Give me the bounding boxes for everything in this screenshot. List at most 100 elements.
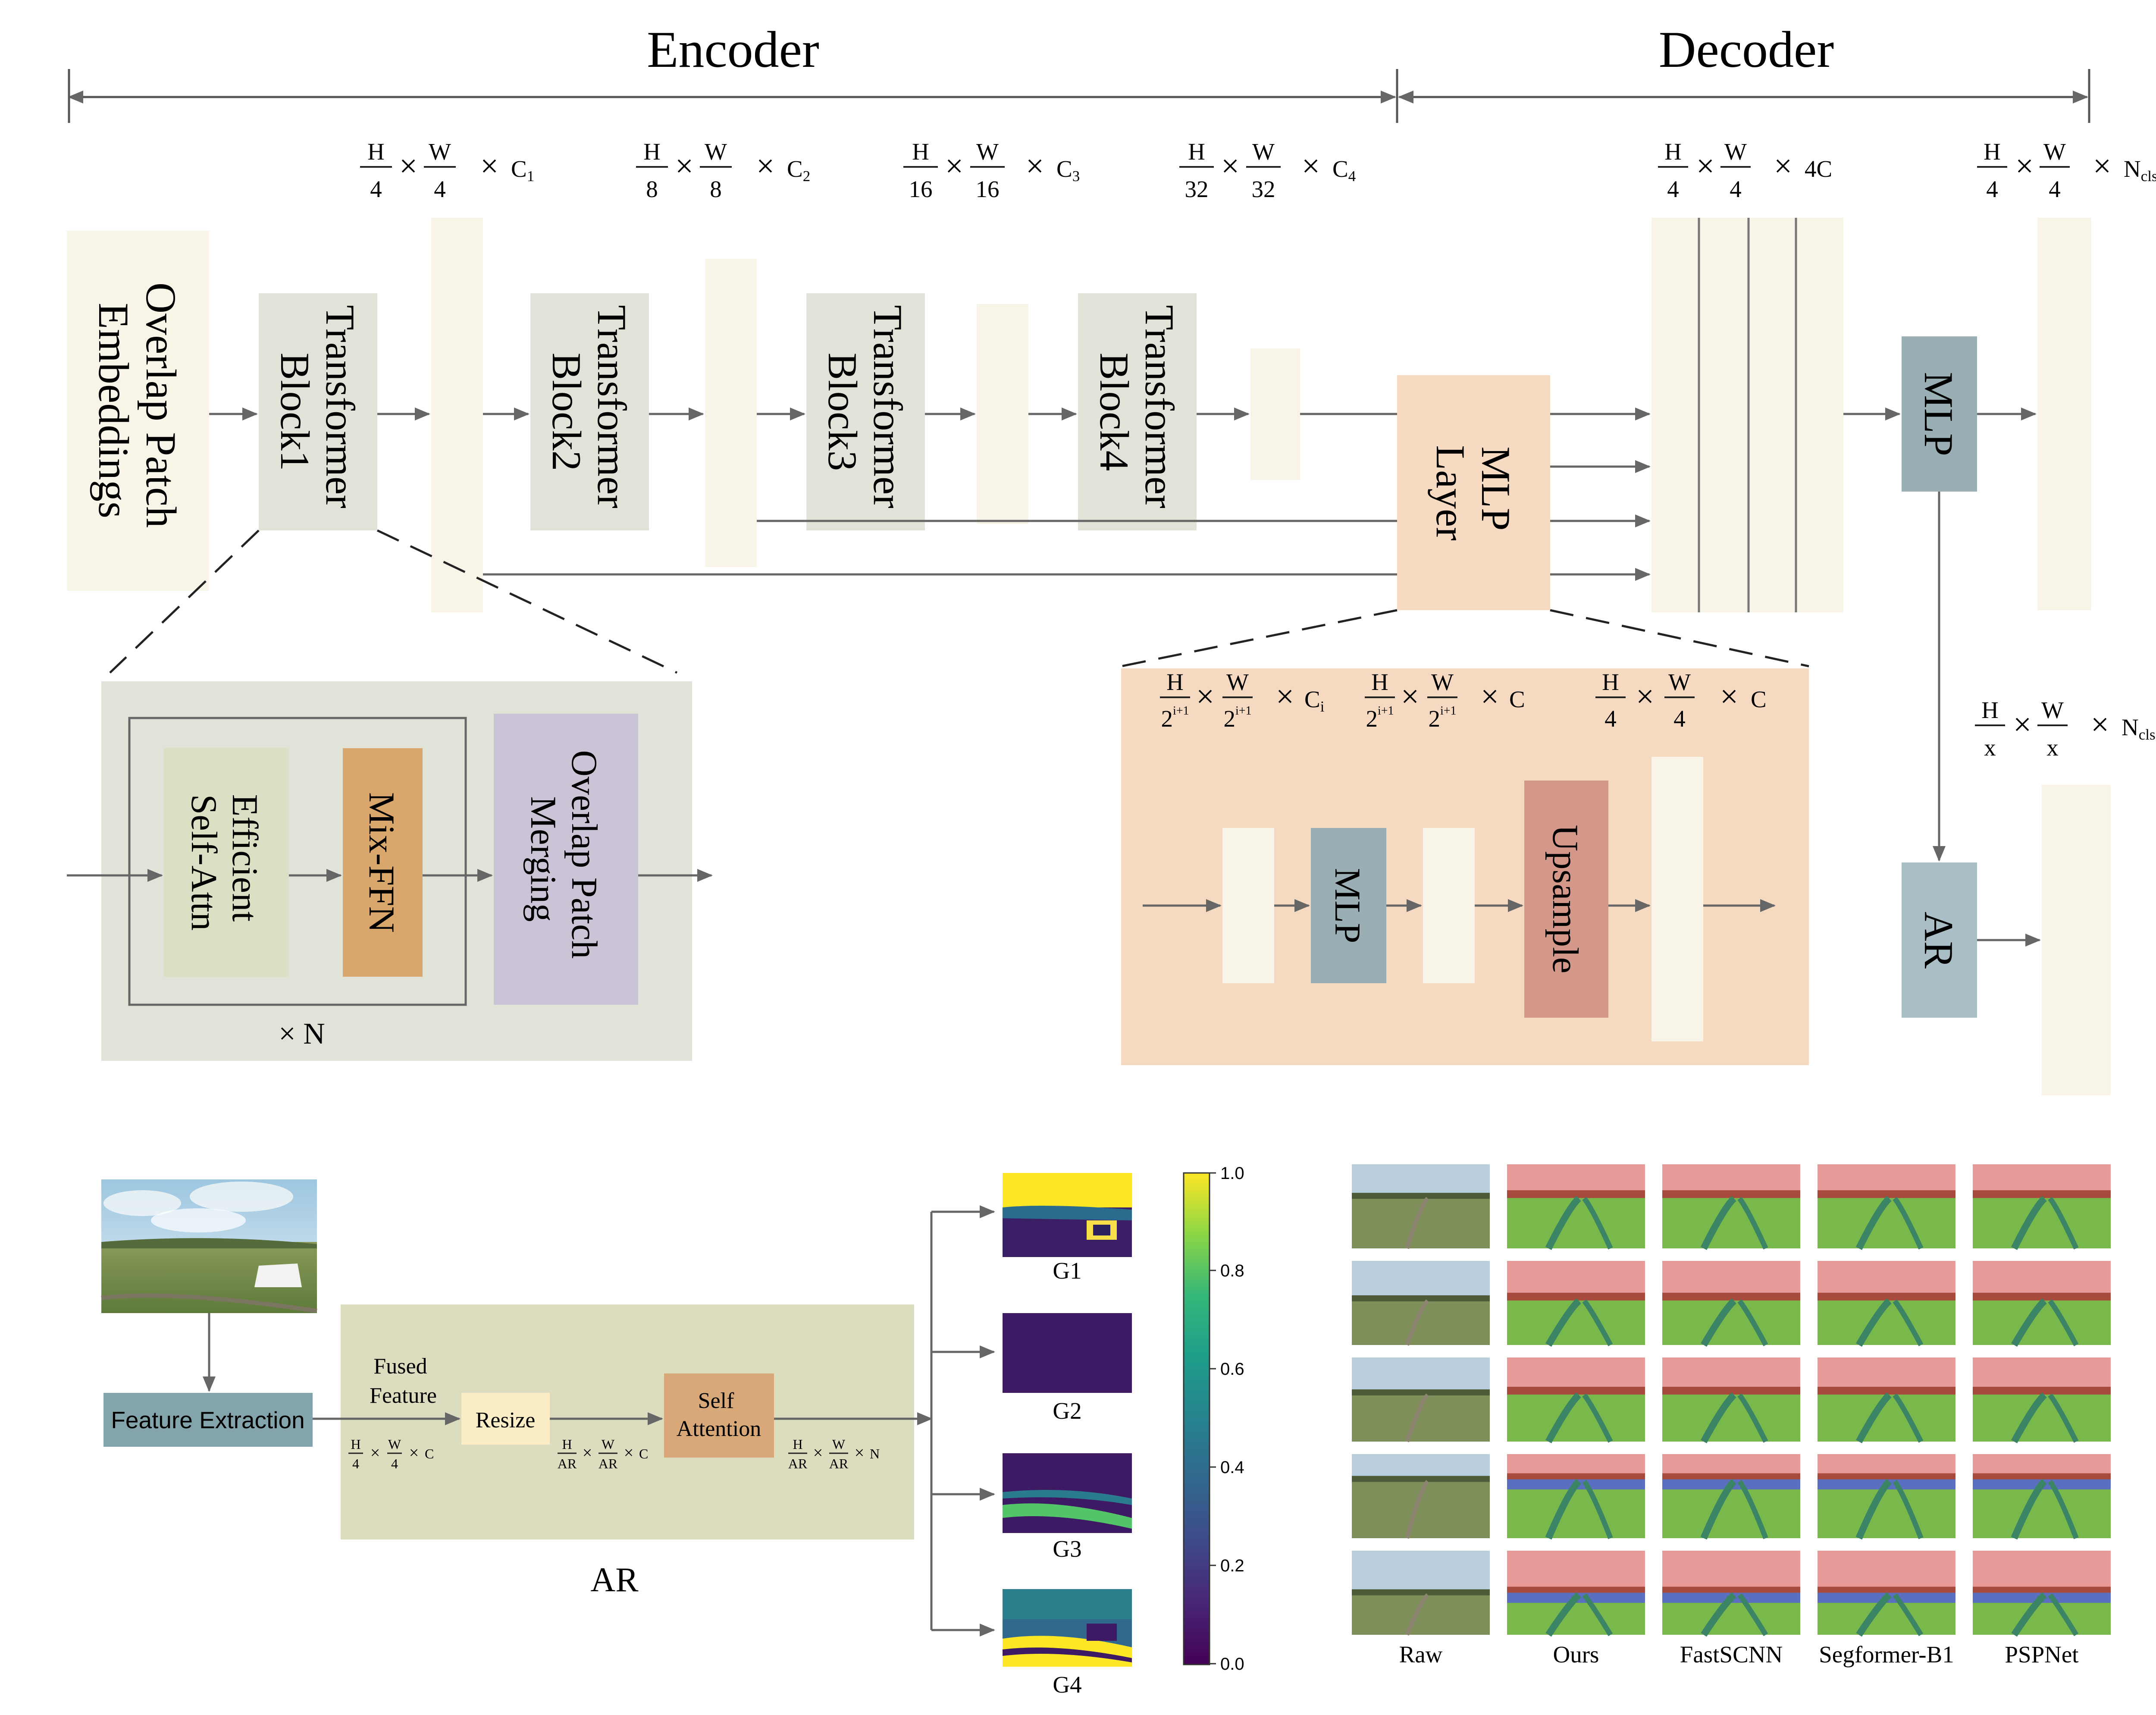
overlap-patch-merging-label: Overlap Patch Merging xyxy=(523,750,605,968)
mlp-layer-label: MLP Layer xyxy=(1428,445,1519,541)
concat-dims: H 4 × W 4 × 4C xyxy=(1658,138,1832,202)
attention-map-g1 xyxy=(1003,1173,1132,1257)
md1-hsup: i+1 xyxy=(1173,704,1189,718)
opm-line2: Merging xyxy=(523,796,564,922)
comparison-tile xyxy=(1662,1358,1800,1443)
ard1-w: W xyxy=(388,1436,401,1452)
svg-text:Transformer Block1: Transformer Block1 xyxy=(272,305,363,518)
ard2-h: H xyxy=(562,1436,572,1452)
dim2-hden: 8 xyxy=(646,176,658,202)
svg-text:2i+1: 2i+1 xyxy=(1428,704,1456,732)
ar-dims-2: H AR × W AR × C xyxy=(558,1436,649,1471)
encoder-flow xyxy=(209,408,1397,576)
mlp-layer-line1: MLP xyxy=(1473,446,1519,530)
ao-c: N xyxy=(2122,714,2139,740)
md2-hden: 2 xyxy=(1366,705,1378,732)
feature-map-3 xyxy=(977,304,1028,524)
ar-dims-1: H 4 × W 4 × C xyxy=(348,1436,434,1471)
g2-label: G2 xyxy=(1053,1398,1081,1424)
mlp-head-label: MLP xyxy=(1916,372,1962,456)
segmentation-output-map xyxy=(2037,218,2091,610)
feature-map-4 xyxy=(1250,348,1300,480)
svg-text:C2: C2 xyxy=(787,156,810,185)
svg-text:×: × xyxy=(1774,148,1792,184)
svg-text:×: × xyxy=(1026,148,1044,184)
ff-line2: Feature xyxy=(370,1383,437,1408)
md3-hden: 4 xyxy=(1604,705,1617,732)
svg-text:×: × xyxy=(1696,148,1714,184)
feature-extraction-box xyxy=(103,1393,313,1447)
repeat-group-frame xyxy=(128,717,467,1006)
svg-text:2i+1: 2i+1 xyxy=(1223,704,1251,732)
comparison-column-labels: Raw Ours FastSCNN Segformer-B1 PSPNet xyxy=(1399,1641,2079,1668)
ard1-h: H xyxy=(351,1436,360,1452)
md2-wsup: i+1 xyxy=(1440,704,1457,718)
mlp-detail-mid-map xyxy=(1423,828,1475,983)
cb-tick-0: 0.0 xyxy=(1220,1655,1244,1674)
ard3-hden: AR xyxy=(788,1456,808,1471)
comparison-tile xyxy=(1818,1261,1955,1347)
cb-tick-1: 0.2 xyxy=(1220,1556,1244,1575)
mo-c: N xyxy=(2124,156,2141,182)
mlp-detail-dims-1: H 2i+1 × W 2i+1 × Ci xyxy=(1160,669,1325,732)
svg-text:×: × xyxy=(480,148,498,184)
mlp-detail-in-map xyxy=(1222,828,1274,983)
svg-text:C3: C3 xyxy=(1056,156,1080,185)
cat-wden: 4 xyxy=(1730,176,1742,202)
mlp-detail-mlp-box xyxy=(1311,828,1386,983)
svg-text:×: × xyxy=(1720,679,1738,715)
ard3-h: H xyxy=(793,1436,802,1452)
col-label-pspnet: PSPNet xyxy=(2005,1641,2078,1668)
ard1-wden: 4 xyxy=(391,1456,398,1471)
feature-map-2 xyxy=(705,259,757,567)
svg-text:×: × xyxy=(1276,679,1294,715)
dim-label-3: H 16 × W 16 × C3 xyxy=(903,138,1080,202)
encoder-dims: H 4 × W 4 × C1 H 8 × W 8 × C2 H 16 × W xyxy=(360,138,1356,202)
dim-label-1: H 4 × W 4 × C1 xyxy=(360,138,534,202)
repeat-label: × N xyxy=(279,1017,325,1050)
encoder-label: Encoder xyxy=(647,21,819,78)
svg-text:×: × xyxy=(1196,679,1214,715)
upsample-box xyxy=(1524,781,1608,1018)
transformer-block-3: Transformer Block3 xyxy=(806,293,925,530)
svg-text:×: × xyxy=(409,1443,419,1462)
tb3-line1: Transformer xyxy=(865,305,911,508)
ope-line1: Overlap Patch xyxy=(137,282,185,528)
mlp-layer-box xyxy=(1397,375,1550,610)
dim4-hden: 32 xyxy=(1185,176,1209,202)
sa-line2: Attention xyxy=(677,1417,761,1441)
input-photo xyxy=(101,1179,317,1313)
comparison-tile xyxy=(1973,1358,2111,1443)
md1-hden: 2 xyxy=(1161,705,1173,732)
comparison-tile xyxy=(1662,1164,1800,1250)
mo-wden: 4 xyxy=(2049,176,2061,202)
ff-line1: Fused xyxy=(373,1354,427,1379)
comparison-tile xyxy=(1352,1261,1490,1346)
ar-module-title: AR xyxy=(590,1561,639,1599)
dim1-wden: 4 xyxy=(434,176,446,202)
ard1-hden: 4 xyxy=(352,1456,359,1471)
comparison-tile xyxy=(1507,1551,1645,1637)
cb-tick-5: 1.0 xyxy=(1220,1164,1244,1183)
feature-extraction-label: Feature Extraction xyxy=(111,1407,304,1433)
svg-text:×: × xyxy=(624,1443,634,1462)
svg-text:Ncls: Ncls xyxy=(2124,156,2156,185)
dim1-h: H xyxy=(367,138,385,165)
ao-csub: cls xyxy=(2139,726,2156,743)
md2-w: W xyxy=(1431,669,1454,695)
attention-map-g2 xyxy=(1003,1313,1132,1393)
feature-map-1 xyxy=(431,218,483,612)
cb-tick-3: 0.6 xyxy=(1220,1360,1244,1379)
cat-hden: 4 xyxy=(1667,176,1679,202)
concat-feature xyxy=(1651,218,1843,612)
self-attention-box xyxy=(664,1373,774,1458)
mlp-detail-dims-2: H 2i+1 × W 2i+1 × C xyxy=(1365,669,1525,732)
dim3-hden: 16 xyxy=(909,176,933,202)
ar-head-box xyxy=(1902,862,1977,1018)
svg-text:C1: C1 xyxy=(511,156,534,185)
svg-text:×: × xyxy=(399,148,417,184)
dim2-wden: 8 xyxy=(710,176,722,202)
g3-label: G3 xyxy=(1053,1536,1081,1562)
dim3-csub: 3 xyxy=(1072,168,1080,185)
ar-module-panel xyxy=(341,1304,914,1539)
